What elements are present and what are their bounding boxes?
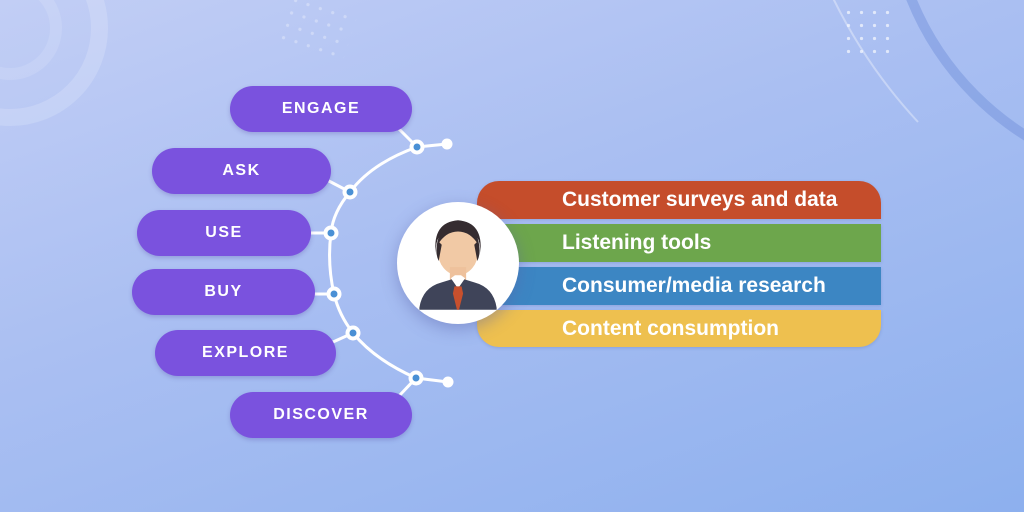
journey-pill-label: DISCOVER [273, 406, 369, 423]
method-bar-label: Customer surveys and data [562, 188, 838, 211]
journey-pill-label: BUY [204, 283, 243, 300]
decorative-dot-grid-top-right [842, 6, 896, 58]
journey-pill: EXPLORE [155, 330, 336, 376]
avatar [397, 202, 519, 324]
decorative-ring-top-left-outer [0, 0, 108, 126]
method-bar-label: Content consumption [562, 316, 779, 340]
journey-pill: BUY [132, 269, 315, 315]
method-bar-2: Consumer/media research [477, 267, 881, 305]
journey-pill: ASK [152, 148, 331, 194]
node-buy [326, 286, 342, 302]
decorative-ring-top-left-inner [0, 0, 62, 80]
node-ask [342, 184, 358, 200]
journey-pill-label: ASK [222, 162, 261, 179]
node-use [323, 225, 339, 241]
journey-pill-label: ENGAGE [281, 100, 361, 117]
connector-line-discover [397, 376, 418, 398]
method-bar-3: Content consumption [477, 310, 881, 347]
connector-line-engage [396, 126, 419, 149]
businessman-icon [419, 220, 497, 310]
node-engage [409, 139, 425, 155]
method-bar-1: Listening tools [477, 224, 881, 262]
method-bar-label: Listening tools [562, 231, 712, 254]
connector-line-explore [331, 331, 355, 344]
journey-pill-label: EXPLORE [202, 344, 289, 361]
journey-pill: ENGAGE [230, 86, 412, 132]
journey-pill-label: USE [205, 224, 243, 241]
node-explore [345, 325, 361, 341]
connector-line-ask [325, 178, 352, 194]
decorative-dot-grid-top-center [275, 0, 359, 62]
method-bar-label: Consumer/media research [562, 274, 826, 297]
journey-pill: USE [137, 210, 311, 256]
node-discover [408, 370, 424, 386]
journey-pill: DISCOVER [230, 392, 412, 438]
method-bar-0: Customer surveys and data [477, 181, 881, 219]
